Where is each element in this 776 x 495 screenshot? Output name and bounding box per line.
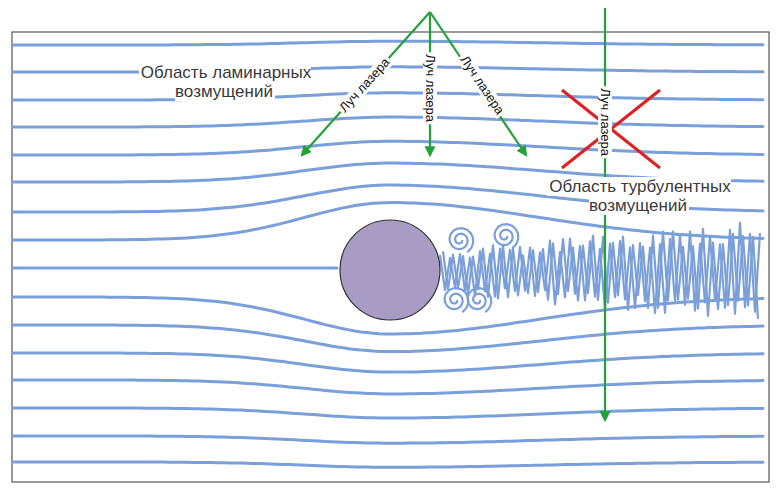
- beam-label: Луч лазера: [336, 54, 395, 117]
- laser-beam: [430, 12, 526, 155]
- region-label-box: Область ламинарных возмущений: [100, 64, 350, 101]
- streamlines: [13, 41, 763, 467]
- frame: [12, 32, 769, 482]
- streamline: [13, 267, 337, 270]
- turbulent-wake: [440, 223, 760, 319]
- cylinder: [340, 220, 440, 320]
- region-label-box: Область турбулентных возмущений: [508, 178, 770, 215]
- region-label: Область ламинарных возмущений: [139, 63, 311, 101]
- region-label: Область турбулентных возмущений: [547, 177, 730, 215]
- streamline: [13, 325, 763, 352]
- laser-beams: [302, 8, 605, 420]
- streamline: [13, 141, 763, 155]
- vortex-curl: [495, 224, 519, 248]
- beam-label: Луч лазера: [456, 51, 508, 118]
- streamline: [13, 380, 763, 394]
- laser-beam: [302, 12, 430, 155]
- streamline: [13, 117, 763, 127]
- streamline: [13, 41, 763, 45]
- beam-label: Луч лазера: [423, 52, 437, 124]
- wake-scribble: [443, 229, 758, 319]
- beam-label: Луч лазера: [598, 86, 612, 158]
- vortex-curl: [468, 288, 492, 312]
- vortex-curl: [445, 288, 469, 312]
- streamline: [13, 436, 763, 443]
- streamline: [13, 462, 763, 467]
- streamline: [13, 408, 763, 418]
- streamline: [13, 353, 763, 372]
- vortex-curl: [450, 228, 474, 252]
